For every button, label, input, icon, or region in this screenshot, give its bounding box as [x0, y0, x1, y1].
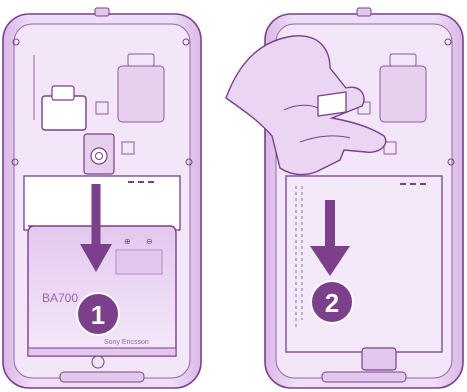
memory-card-area: [117, 65, 165, 123]
finger-crease: [283, 104, 319, 111]
camera-lens-inner: [95, 152, 103, 160]
sim-slot-tab: [51, 85, 75, 101]
battery-minus-label: ⊖: [146, 237, 153, 246]
phone-right-top-port: [356, 7, 372, 17]
small-square: [121, 141, 135, 155]
step-2-number: 2: [325, 288, 339, 318]
screw-icon: [12, 38, 20, 46]
memory-card-tab: [389, 53, 417, 67]
step-1-badge: [76, 292, 120, 336]
small-square: [95, 101, 109, 115]
battery-plus-label: ⊕: [124, 237, 131, 246]
phone-right-bottom-strip: [321, 371, 407, 383]
battery-model-label: BA700: [42, 291, 78, 305]
battery-label-area: [115, 249, 163, 275]
screw-icon: [444, 38, 452, 46]
camera-lens-icon: [90, 147, 108, 165]
arrow-down-icon: [310, 246, 350, 276]
phone-left-top-port: [94, 7, 110, 17]
bottom-connector: [361, 347, 397, 371]
phone-left-bottom-strip: [59, 371, 145, 383]
battery-bottom-edge: [27, 347, 177, 357]
memory-card-tab: [127, 53, 155, 67]
battery-brand-label: Sony Ericsson: [104, 339, 149, 346]
screw-icon: [447, 158, 455, 166]
battery-compartment: [23, 175, 181, 231]
small-square: [383, 141, 397, 155]
memory-card-area: [379, 65, 427, 123]
phone-left: ⊕ ⊖ BA700 Sony Ericsson 1: [2, 7, 202, 389]
phone-right: 2: [225, 7, 464, 389]
installed-battery: [285, 175, 443, 353]
screw-icon: [182, 38, 190, 46]
arrow-down-icon: [80, 244, 112, 272]
sim-card: [317, 91, 347, 117]
step-2-badge: [310, 280, 354, 324]
screw-icon: [11, 158, 19, 166]
finger-crease: [299, 135, 351, 143]
bottom-port-icon: [91, 355, 105, 369]
sim-slot: [41, 95, 87, 131]
step-1-number: 1: [91, 300, 105, 330]
screw-icon: [185, 158, 193, 166]
